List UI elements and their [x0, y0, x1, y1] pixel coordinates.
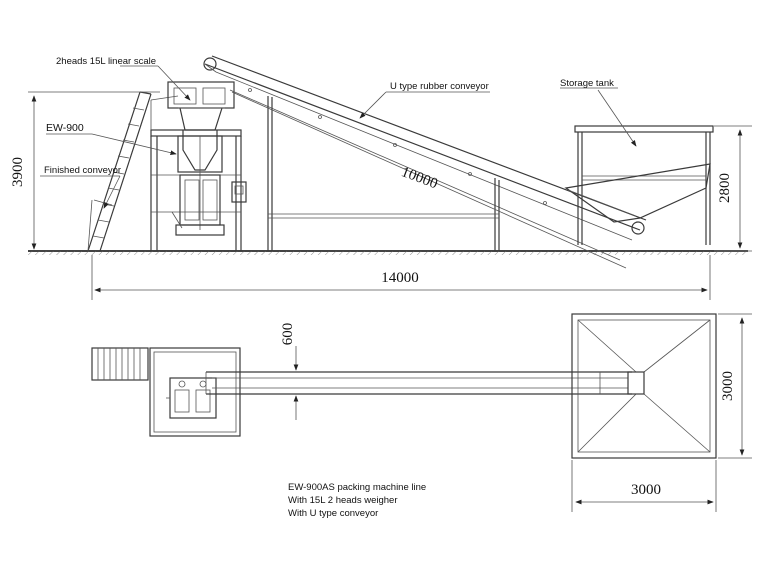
label-finished-conveyor: Finished conveyor	[44, 165, 121, 176]
label-linear-scale: 2heads 15L linear scale	[56, 56, 156, 67]
top-conveyor	[205, 371, 632, 395]
dimension-3000-vertical: 3000	[718, 313, 752, 459]
machine-platform	[150, 95, 242, 251]
u-type-rubber-conveyor	[203, 55, 647, 269]
top-finished-conveyor	[91, 347, 149, 381]
notes-block: EW-900AS packing machine line With 15L 2…	[288, 482, 426, 519]
note-line-3: With U type conveyor	[288, 508, 378, 519]
dim-tank-height: 2800	[717, 173, 733, 203]
note-line-2: With 15L 2 heads weigher	[288, 495, 398, 506]
dimension-14000: 14000	[91, 255, 711, 300]
dimension-3900: 3900	[10, 91, 160, 250]
dimension-2800: 2800	[714, 125, 752, 252]
dim-total-length: 14000	[381, 270, 419, 286]
top-machine	[166, 377, 217, 419]
note-line-1: EW-900AS packing machine line	[288, 482, 426, 493]
dim-total-height: 3900	[10, 157, 26, 187]
finished-conveyor	[87, 91, 152, 252]
top-platform	[149, 347, 241, 437]
linear-scale-weigher	[167, 81, 235, 131]
top-storage-tank	[571, 313, 717, 459]
side-view: 3900 10000 2800 14000 2heads 15L linear …	[10, 55, 752, 300]
packing-machine	[171, 130, 247, 236]
label-machine: EW-900	[46, 122, 84, 134]
storage-tank	[564, 125, 714, 245]
ground-line	[28, 250, 748, 255]
side-labels: 2heads 15L linear scale U type rubber co…	[40, 56, 637, 209]
dimension-3000-horizontal: 3000	[571, 460, 717, 512]
label-rubber-conveyor: U type rubber conveyor	[390, 81, 489, 92]
dimension-600: 600	[280, 323, 299, 420]
dim-conveyor-length: 10000	[399, 164, 440, 192]
dim-conveyor-width: 600	[280, 323, 296, 346]
top-view: 600 3000 3000	[91, 313, 752, 512]
label-storage-tank: Storage tank	[560, 78, 614, 89]
dim-tank-depth: 3000	[720, 371, 736, 401]
dim-tank-width: 3000	[631, 482, 661, 498]
